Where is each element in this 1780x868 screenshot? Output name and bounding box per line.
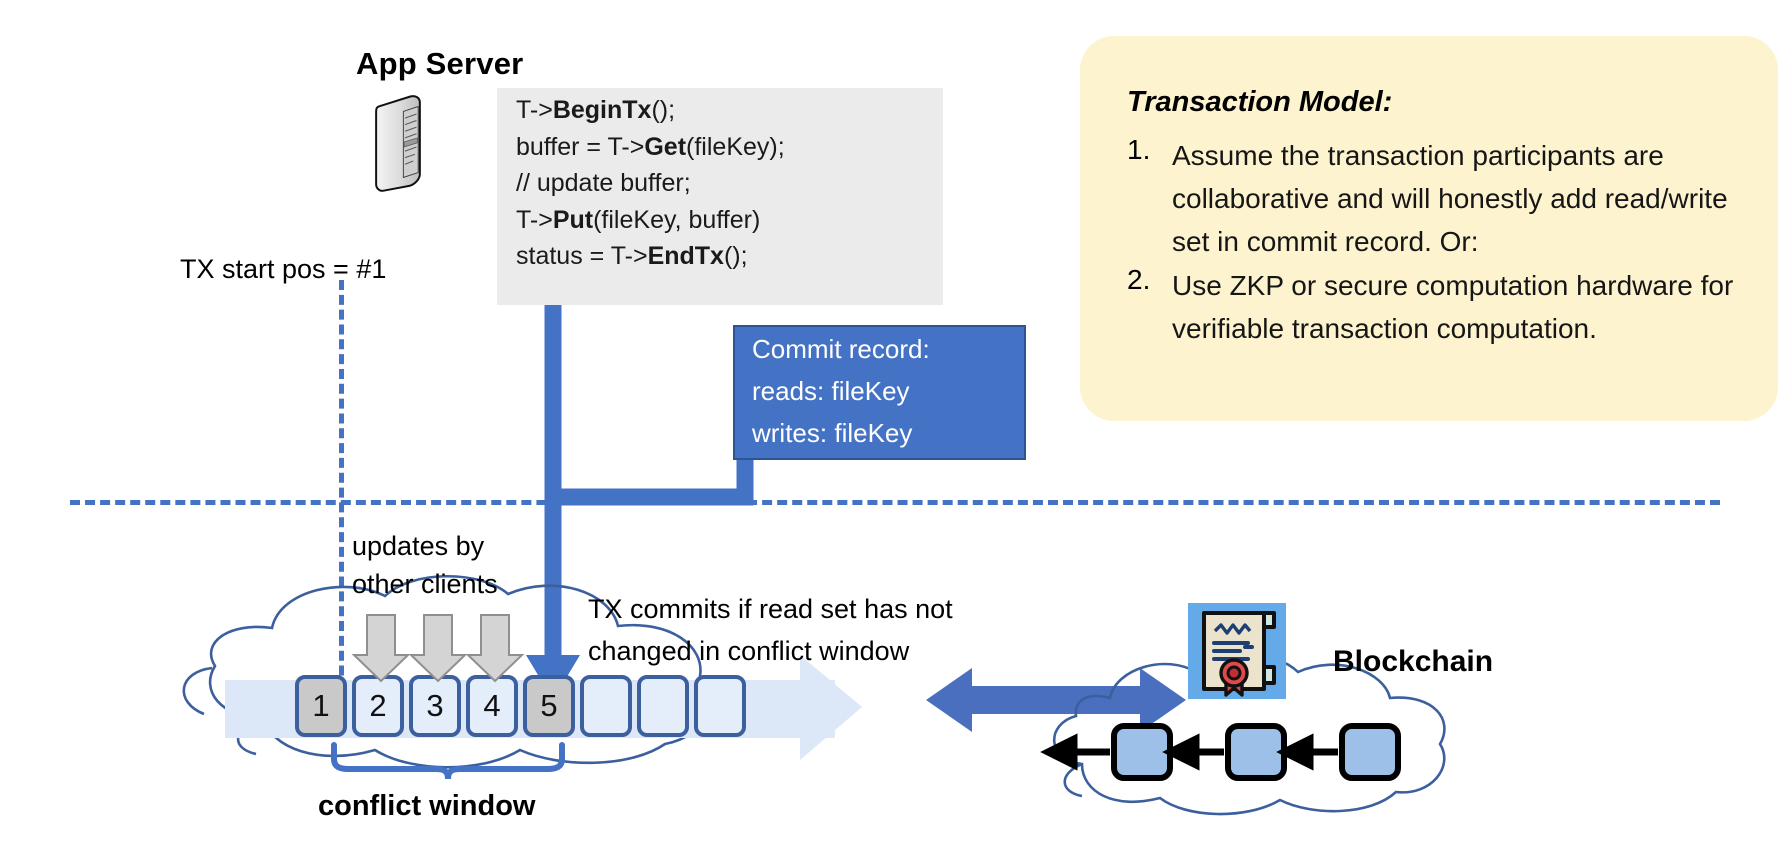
tx-commit-line-1: TX commits if read set has not (588, 594, 953, 624)
updates-by-other-clients-label: updates by other clients (352, 527, 498, 603)
certificate-seal-icon (1188, 603, 1286, 699)
log-block-label: 1 (312, 688, 330, 723)
updates-label-line-1: updates by (352, 531, 485, 561)
log-blockchain-sync-arrow (926, 668, 1186, 732)
log-block-label: 4 (483, 688, 501, 723)
tx-commit-condition-label: TX commits if read set has not changed i… (588, 588, 953, 672)
updates-label-line-2: other clients (352, 569, 498, 599)
log-strip-arrowhead (800, 655, 862, 760)
commit-record-line: Commit record: (752, 334, 930, 364)
code-line: // update buffer; (516, 169, 691, 197)
commit-record-line: writes: fileKey (752, 418, 913, 448)
code-line: buffer = T->Get(fileKey); (516, 132, 785, 161)
log-block-6[interactable] (580, 675, 632, 737)
blockchain-label: Blockchain (1333, 645, 1494, 678)
blockchain-chain (1040, 723, 1401, 781)
tx-commit-line-2: changed in conflict window (588, 636, 910, 666)
log-block-3[interactable]: 3 (409, 675, 461, 737)
transaction-model-item-2-text: Use ZKP or secure computation hardware f… (1172, 270, 1734, 344)
log-block-5[interactable]: 5 (523, 675, 575, 737)
log-block-2[interactable]: 2 (352, 675, 404, 737)
layer-separator-dashed-line (70, 500, 1720, 505)
code-line: T->Put(fileKey, buffer) (516, 205, 761, 234)
code-block-text: T->BeginTx(); buffer = T->Get(fileKey); … (516, 92, 946, 275)
code-line: T->BeginTx(); (516, 96, 676, 124)
transaction-model-item-2-number: 2. (1127, 264, 1151, 295)
conflict-window-brace (331, 742, 565, 780)
chain-block (1225, 723, 1287, 781)
commit-record-text: Commit record: reads: fileKey writes: fi… (752, 328, 1032, 454)
log-block-7[interactable] (637, 675, 689, 737)
conflict-window-label: conflict window (318, 790, 536, 822)
chain-block (1111, 723, 1173, 781)
log-block-1[interactable]: 1 (295, 675, 347, 737)
tx-start-pos-label: TX start pos = #1 (180, 254, 387, 284)
log-block-label: 5 (540, 688, 558, 723)
log-block-8[interactable] (694, 675, 746, 737)
code-line: status = T->EndTx(); (516, 242, 748, 270)
chain-block (1339, 723, 1401, 781)
log-block-4[interactable]: 4 (466, 675, 518, 737)
transaction-model-title: Transaction Model: (1127, 86, 1393, 118)
server-tower-icon (375, 95, 421, 192)
transaction-model-item-1-number: 1. (1127, 134, 1151, 165)
commit-record-line: reads: fileKey (752, 376, 910, 406)
commit-record-box (733, 325, 1026, 460)
transaction-model-note (1080, 36, 1778, 421)
transaction-model-item-1-text: Assume the transaction participants are … (1172, 140, 1728, 257)
code-block-background (497, 88, 943, 305)
log-block-label: 3 (426, 688, 444, 723)
app-server-title: App Server (356, 46, 524, 81)
log-block-label: 2 (369, 688, 387, 723)
